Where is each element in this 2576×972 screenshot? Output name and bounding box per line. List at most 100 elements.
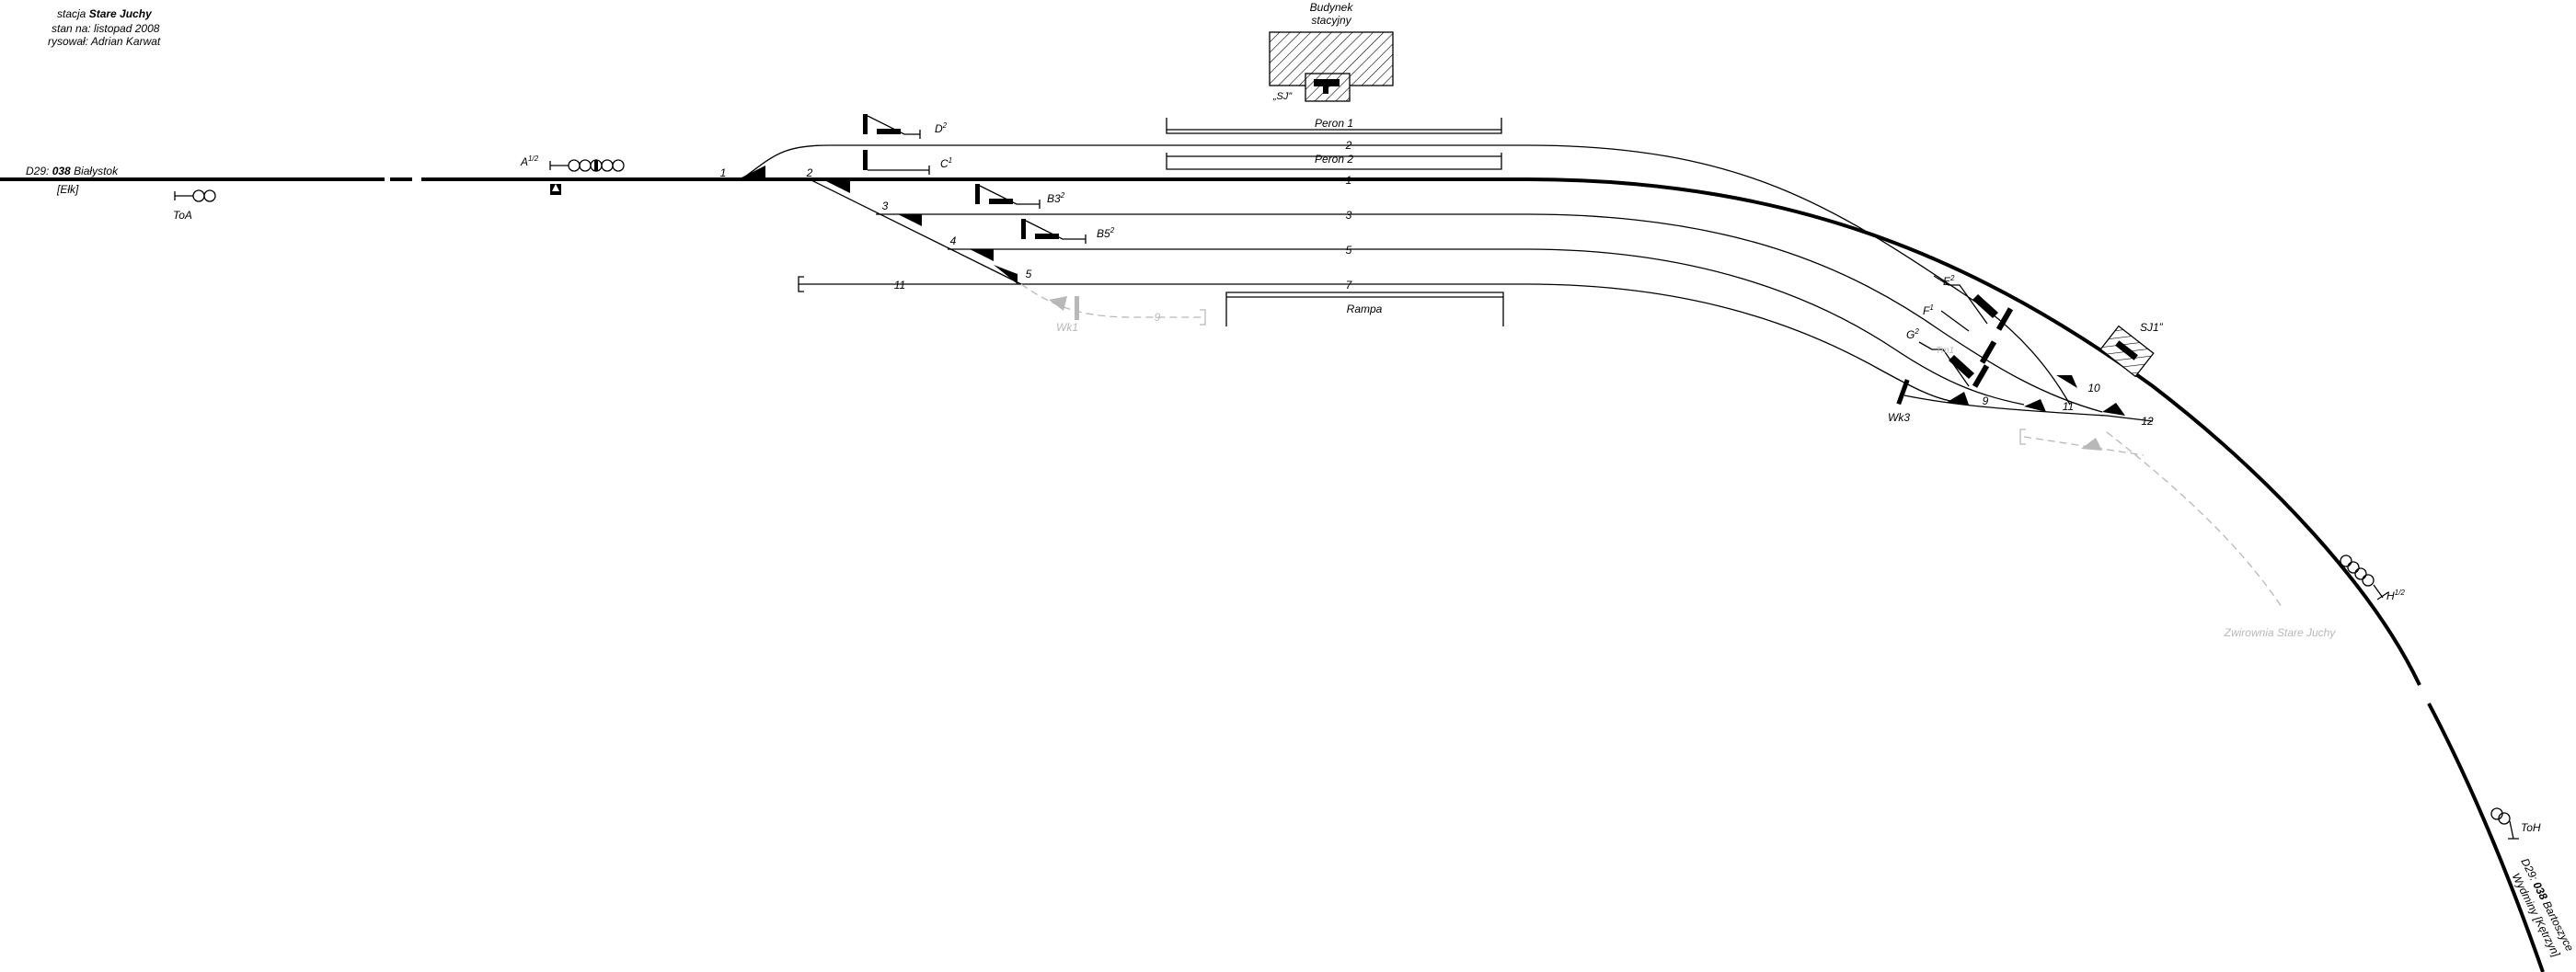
- signal-toa-lamp-2: [203, 189, 216, 202]
- signal-box-symbol: [2115, 340, 2138, 360]
- signal-a-lamp-5: [612, 159, 625, 172]
- main-line-south-segment: [2427, 703, 2545, 972]
- track-11-lower-label: 11: [2063, 400, 2074, 413]
- building-post-symbol-2: [1323, 85, 1328, 94]
- track-3-label: 3: [1346, 209, 1352, 222]
- signal-h-post: [2373, 584, 2389, 600]
- signals: [174, 159, 2519, 840]
- signal-a-ground-arrow: [552, 184, 559, 191]
- signal-toh-post: [2508, 820, 2519, 840]
- signal-c-outline: [868, 166, 930, 175]
- station-tracks: [741, 144, 2154, 422]
- track-12-label: 12: [2141, 415, 2154, 428]
- header-station: stacja Stare Juchy: [57, 7, 152, 20]
- main-line-station-segment: [421, 177, 2421, 686]
- switch-3-label: 3: [882, 200, 889, 212]
- signal-f-outline: [1940, 310, 1970, 332]
- signal-a-post: [549, 161, 569, 170]
- signal-a-lamp-2: [579, 159, 592, 172]
- switch-11-marker: [2024, 399, 2046, 412]
- signal-e-plate: [1972, 294, 1998, 318]
- switch-2-marker: [826, 181, 850, 193]
- signal-b5-outline: [1025, 220, 1087, 244]
- switch-2-label: 2: [806, 166, 813, 179]
- signal-toh-label: ToH: [2521, 821, 2541, 834]
- switch-1-marker: [742, 166, 765, 177]
- faded-track-12: [2023, 436, 2145, 456]
- signal-c-mast: [863, 150, 868, 170]
- signal-box-sj1: [2099, 325, 2155, 378]
- derail-wk3: [1896, 379, 1910, 406]
- rampa: [1225, 292, 1504, 326]
- track-5: [948, 248, 2025, 406]
- station-building: [1269, 31, 1394, 102]
- signal-d-mast: [863, 114, 868, 134]
- faded-track-9-bumper: [1200, 309, 1206, 326]
- track-9-lower-label: 9: [1983, 395, 1989, 407]
- switch-diagonal: [809, 178, 1022, 285]
- track-labels: 2 1 3 5 7 11 9 11 12 9: [894, 139, 2154, 428]
- signal-a-bar: [594, 160, 598, 171]
- main-line: [0, 177, 2545, 972]
- building-post-symbol: [1314, 79, 1340, 86]
- track-7: [1021, 283, 1951, 402]
- signal-h-lamp-1: [2340, 555, 2352, 567]
- header-author: rysował: Adrian Karwat: [48, 35, 161, 48]
- signal-a-lamp-1: [568, 159, 581, 172]
- switch-12-marker: [2102, 403, 2125, 416]
- switch-1-label: 1: [720, 166, 727, 179]
- faded-siding-curve: [2106, 431, 2283, 608]
- building-title-1: Budynek: [1310, 1, 1354, 14]
- rampa-label: Rampa: [1347, 303, 1383, 315]
- signal-d-plate: [877, 129, 901, 134]
- switch-markers: [742, 166, 2125, 416]
- header-status: stan na: listopad 2008: [52, 22, 160, 35]
- signal-a-fills: [550, 160, 598, 195]
- faded-siding-bumper-left: [2019, 429, 2026, 445]
- track-2: [741, 144, 2071, 406]
- signal-toh-lamp-2: [2498, 812, 2511, 825]
- building-title-2: stacyjny: [1311, 14, 1351, 27]
- signal-g-plate: [1949, 355, 1974, 379]
- signal-a-lamp-4: [601, 159, 614, 172]
- signal-b3-label: B32: [1047, 191, 1065, 205]
- signal-e-label: E2: [1943, 274, 1955, 288]
- gravel-pit-label: Zwirownia Stare Juchy: [2224, 626, 2337, 639]
- station-prefix: stacja: [57, 7, 86, 20]
- station-name: Stare Juchy: [88, 7, 152, 20]
- switch-10-marker: [2056, 375, 2077, 388]
- peron-1-label: Peron 1: [1315, 117, 1353, 130]
- switch-4-label: 4: [950, 234, 957, 247]
- signal-g-outline: [1918, 341, 1970, 387]
- derail-wk1: [1075, 296, 1079, 320]
- switch-10-label: 10: [2087, 382, 2100, 395]
- signal-h-lamp-4: [2362, 574, 2375, 587]
- signal-toa-post: [174, 191, 193, 200]
- signal-b3-outline: [979, 185, 1041, 209]
- signal-e-mast: [1995, 307, 2014, 331]
- switch-5-label: 5: [1026, 268, 1032, 280]
- signal-b3-mast: [975, 184, 980, 204]
- switch-3-marker: [898, 214, 922, 226]
- signal-d-outline: [867, 115, 921, 139]
- signal-toa-label: ToA: [173, 209, 192, 222]
- switch-4-marker: [970, 249, 994, 261]
- shunting-signals: [863, 114, 2014, 388]
- line-south-labels: D29: 038 Bartoszyce Wydminy [Kętrzyn]: [2510, 856, 2576, 959]
- track-3: [876, 213, 2103, 413]
- track-9: [1903, 395, 2154, 422]
- faded-switch-markers: [1049, 296, 2102, 451]
- signal-g-label: G2: [1906, 327, 1919, 341]
- line-west-label: D29: 038 Białystok: [26, 165, 119, 177]
- track-9-faded-label: 9: [1155, 311, 1161, 324]
- line-west-bracket: [Ełk]: [56, 183, 79, 196]
- signal-b3-plate: [989, 199, 1013, 204]
- signal-a-label: A1/2: [520, 154, 539, 168]
- signal-labels: A1/2 D2 C1 B32 B52 E2 F1 G2 H1/2 ToA ToH…: [173, 121, 2541, 834]
- signal-box-label: SJ1”: [2140, 321, 2164, 334]
- signal-b5-plate: [1035, 234, 1059, 239]
- track-2-label: 2: [1345, 139, 1352, 152]
- signal-tm1-label: Tm1: [1936, 346, 1954, 356]
- derail-wk1-label: Wk1: [1056, 321, 1078, 334]
